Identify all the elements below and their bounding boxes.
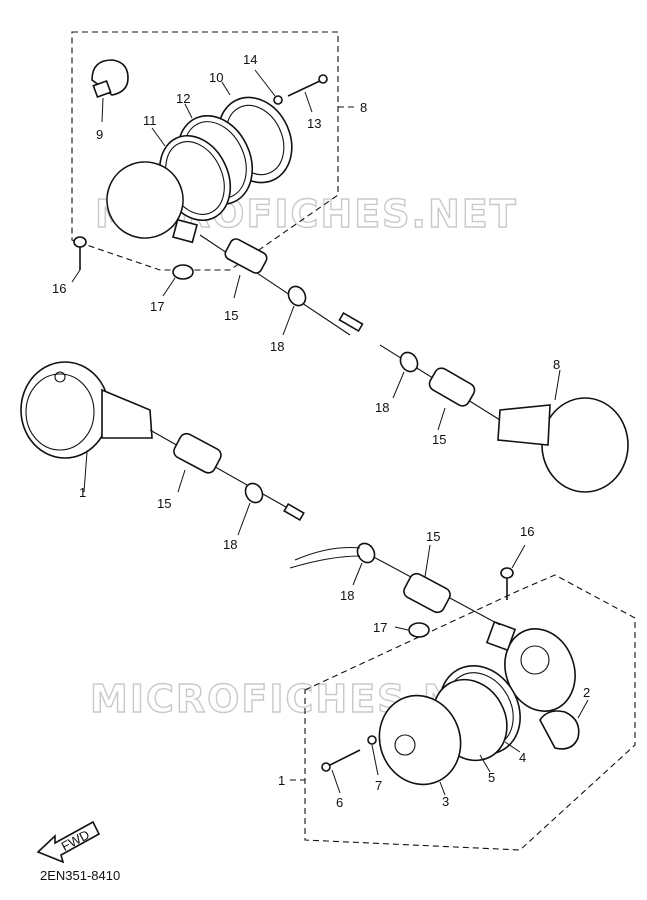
label-18-bottom: 18 xyxy=(340,588,354,603)
label-3: 3 xyxy=(442,794,449,809)
housing-top xyxy=(106,161,198,244)
screw-6 xyxy=(321,749,361,794)
bolt-16-bottom xyxy=(500,544,526,600)
label-13: 13 xyxy=(307,116,321,131)
grommet-18-bottom xyxy=(289,542,376,586)
label-8-top: 8 xyxy=(360,100,367,115)
label-17-top: 17 xyxy=(150,299,164,314)
washer-7 xyxy=(367,735,379,776)
signal-light-8-right xyxy=(497,369,629,493)
fwd-arrow-icon: FWD xyxy=(36,820,101,864)
label-1-left: 1 xyxy=(79,485,86,500)
label-2: 2 xyxy=(583,685,590,700)
label-15-right: 15 xyxy=(432,432,446,447)
lens-3 xyxy=(378,694,462,796)
housing-bottom xyxy=(485,620,576,712)
label-17-bottom: 17 xyxy=(373,620,387,635)
label-18-right: 18 xyxy=(375,400,389,415)
label-10: 10 xyxy=(209,70,223,85)
label-15-left: 15 xyxy=(157,496,171,511)
label-16-bottom: 16 xyxy=(520,524,534,539)
washer-14 xyxy=(254,69,283,105)
socket-15-top xyxy=(199,234,351,336)
label-12: 12 xyxy=(176,91,190,106)
grommet-18-left xyxy=(237,482,305,536)
label-4: 4 xyxy=(519,750,526,765)
label-14: 14 xyxy=(243,52,257,67)
label-15-bottom: 15 xyxy=(426,529,440,544)
grommet-17-top xyxy=(162,264,194,297)
diagram-code: 2EN351-8410 xyxy=(40,868,120,883)
signal-light-1-left xyxy=(20,361,153,493)
screw-13 xyxy=(287,74,328,113)
socket-15-bottom xyxy=(369,544,501,626)
group-boundary-bottom xyxy=(304,574,636,851)
socket-15-left xyxy=(149,429,301,516)
label-5: 5 xyxy=(488,770,495,785)
label-18-left: 18 xyxy=(223,537,237,552)
grommet-18-top xyxy=(282,285,364,336)
label-7: 7 xyxy=(375,778,382,793)
label-16-top: 16 xyxy=(52,281,66,296)
group-boundary-top xyxy=(71,31,339,271)
socket-15-right xyxy=(379,344,501,431)
label-15-top: 15 xyxy=(224,308,238,323)
bulb-9 xyxy=(91,59,129,123)
label-8-right: 8 xyxy=(553,357,560,372)
label-1-bottom: 1 xyxy=(278,773,285,788)
grommet-17-bottom xyxy=(394,622,430,638)
bulb-2 xyxy=(539,699,589,750)
label-9: 9 xyxy=(96,127,103,142)
grommet-18-right xyxy=(392,351,419,399)
label-11: 11 xyxy=(143,113,157,128)
bolt-16-top xyxy=(71,236,87,283)
label-6: 6 xyxy=(336,795,343,810)
label-18-top: 18 xyxy=(270,339,284,354)
fwd-label: FWD xyxy=(59,827,92,854)
